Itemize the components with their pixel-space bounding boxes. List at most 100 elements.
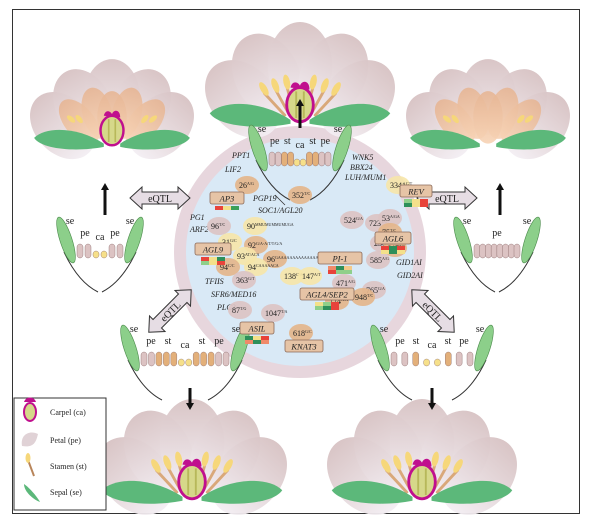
eqtl-arrow-left: eQTL	[129, 185, 191, 211]
whorl-label: pe	[110, 228, 120, 239]
down-arrow-bottom-left	[186, 388, 194, 410]
ca-organ	[423, 358, 430, 367]
snp-allele: C/C	[228, 263, 235, 268]
snp-bubble: 363G/T	[232, 271, 256, 289]
gene-box-ap3: AP3	[209, 191, 245, 210]
snp-bubble: 96T/C	[207, 217, 231, 235]
whorl-label: se	[258, 124, 267, 135]
snp-allele: C/T	[406, 181, 413, 186]
snp-bubble: 94CAAAAACA	[244, 258, 279, 276]
whorl-label: pe	[492, 228, 502, 239]
heatmap-cell	[245, 336, 253, 340]
snp-position: 1047T/A	[265, 309, 288, 318]
gene-name: SFR6/MED16	[211, 290, 256, 299]
snp-allele: A/G	[382, 256, 389, 261]
ca-organ	[293, 158, 301, 167]
snp-marker	[232, 271, 256, 289]
snp-allele: T/C	[219, 222, 226, 227]
up-arrow-left	[101, 183, 109, 215]
up-arrow-top	[296, 99, 304, 128]
pe-organ	[508, 243, 515, 259]
stamen-icon	[223, 459, 233, 473]
heatmap-cell	[381, 250, 389, 254]
carpel-icon	[177, 463, 207, 501]
snp-allele: A/G	[247, 181, 254, 186]
gene-box	[374, 231, 412, 245]
heatmap-cell	[253, 336, 261, 340]
whorl-label: pe	[321, 136, 331, 147]
heatmap-cell	[315, 302, 323, 306]
double-arrow-icon	[411, 289, 455, 333]
heatmap-cell	[381, 246, 389, 250]
stamen-icon	[320, 78, 329, 93]
heatmap-cell	[389, 246, 397, 250]
snp-allele: T/C	[390, 228, 397, 233]
legend-item: Sepal (se)	[24, 484, 82, 502]
snp-marker	[261, 304, 285, 322]
whorl-label: st	[309, 136, 316, 147]
snp-allele: A/G	[348, 279, 355, 284]
heatmap-cell	[397, 246, 405, 250]
snp-allele: G/C	[230, 238, 237, 243]
heatmap-cell	[404, 203, 412, 207]
heatmap-cell	[231, 206, 239, 210]
flower-right	[406, 59, 570, 160]
sepal-icon	[410, 129, 480, 150]
snp-allele: GAAAAAAAAAAAAAAAAGAAAAAAAA	[275, 255, 350, 260]
gene-box-label: REV	[407, 187, 425, 197]
snp-bubble: 147A/T	[298, 267, 322, 285]
pe-organ	[324, 151, 332, 167]
snp-marker	[235, 176, 259, 194]
pe-organ	[502, 243, 509, 259]
whorl-label: ca	[428, 340, 437, 351]
snp-position: 96GAAAAAAAAAAAAAAAAGAAAAAAAA	[267, 255, 350, 264]
snp-bubble: 87T/G	[228, 301, 252, 319]
snp-allele: G/T	[248, 276, 255, 281]
heatmap-cell	[344, 266, 352, 270]
pe-organ	[390, 351, 398, 367]
whorl-label: se	[130, 324, 139, 335]
stamen-anther	[451, 114, 459, 124]
st-organ	[192, 351, 200, 367]
ca-organ	[434, 358, 441, 367]
eqtl-arrow-bottom-right: eQTL	[411, 289, 455, 333]
heatmap-cell	[223, 206, 231, 210]
gene-box-pi-1: PI-1	[317, 251, 363, 274]
snp-position: 363G/T	[236, 276, 255, 285]
heatmap-cell	[201, 257, 209, 261]
whorl-label: ca	[96, 232, 105, 243]
flower-left	[30, 59, 194, 160]
pe-organ	[490, 243, 498, 259]
gene-box	[299, 287, 355, 301]
snp-position: 90MMUMUMMUMUGA	[247, 222, 294, 231]
pe-organ	[318, 151, 325, 167]
snp-allele: T/A	[281, 309, 288, 314]
double-arrow-icon	[129, 185, 191, 211]
stamen-icon	[212, 455, 221, 470]
down-arrow-bottom-right	[428, 388, 436, 410]
st-organ	[207, 351, 215, 367]
whorl-label: st	[413, 336, 420, 347]
gene-name: PPT1	[231, 151, 250, 160]
heatmap-cell	[209, 257, 217, 261]
stamen-filament	[205, 468, 230, 495]
snp-marker	[351, 288, 375, 306]
gene-box	[194, 242, 232, 256]
st-organ	[170, 351, 178, 367]
pe-organ	[485, 243, 492, 259]
snp-marker	[243, 217, 267, 235]
stigma-icon	[412, 458, 432, 467]
sepal-icon	[34, 129, 104, 150]
whorl-label: se	[476, 324, 485, 335]
gene-box-agl6: AGL6	[374, 231, 412, 254]
heatmap-cell	[215, 206, 223, 210]
snp-marker	[378, 209, 402, 227]
snp-allele: AT/ACA	[245, 252, 260, 257]
sepal-icon	[431, 480, 513, 504]
carpel-icon	[99, 114, 125, 147]
pe-organ	[455, 351, 463, 367]
flower-top	[205, 22, 395, 138]
snp-allele: A/T	[314, 272, 321, 277]
legend-label: Carpel (ca)	[50, 408, 86, 417]
